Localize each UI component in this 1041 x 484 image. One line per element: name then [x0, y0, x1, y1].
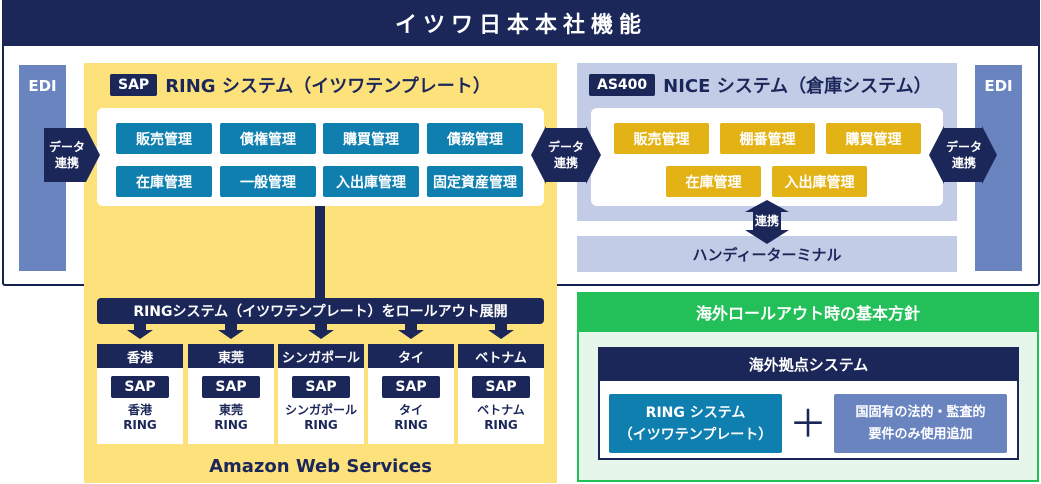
aws-label: Amazon Web Services: [209, 455, 432, 477]
ring-module: 購買管理: [323, 123, 419, 154]
handy-link-label: 連携: [754, 214, 779, 228]
edi-right-link-label: データ 連携: [938, 136, 990, 174]
edi-left-link-label: データ 連携: [44, 136, 90, 174]
country-name: ベトナム: [458, 344, 544, 368]
ring-system-title: RING システム（イツワテンプレート）: [165, 76, 491, 97]
nice-system-header: AS400 NICE システム（倉庫システム）: [589, 71, 932, 99]
ring-label-line: RING: [304, 418, 338, 432]
country-card-dongguan: 東莞 SAP 東莞 RING: [188, 344, 274, 444]
country-ring-label: タイ RING: [368, 403, 454, 433]
ring-label-line: タイ: [398, 403, 423, 417]
ring-module: 在庫管理: [116, 166, 212, 197]
country-ring-label: ベトナム RING: [458, 403, 544, 433]
ring-label-line: RING: [214, 418, 248, 432]
link-label-line: データ: [48, 140, 85, 154]
ring-box-line: （イツワテンプレート）: [618, 426, 773, 443]
country-ring-label: 東莞 RING: [188, 403, 274, 433]
middle-link-label: データ 連携: [540, 136, 592, 174]
ring-label-line: RING: [394, 418, 428, 432]
link-label-line: データ: [547, 140, 584, 154]
plus-icon: ＋: [789, 401, 828, 446]
ring-module: 入出庫管理: [323, 166, 419, 197]
edi-right: EDI: [975, 65, 1022, 271]
nice-module: 販売管理: [614, 123, 709, 154]
country-sap-tag: SAP: [472, 376, 530, 398]
legal-box-line: 国固有の法的・監査的: [855, 404, 986, 420]
ring-label-line: ベトナム: [477, 403, 525, 417]
overseas-system-title: 海外拠点システム: [598, 347, 1019, 381]
link-label-line: 連携: [54, 156, 79, 170]
overseas-legal-box: 国固有の法的・監査的 要件のみ使用追加: [834, 394, 1007, 453]
policy-title: 海外ロールアウト時の基本方針: [577, 292, 1039, 332]
nice-module: 入出庫管理: [772, 166, 867, 197]
country-name: 香港: [97, 344, 183, 368]
country-card-vietnam: ベトナム SAP ベトナム RING: [458, 344, 544, 444]
ring-box-line: RING システム: [645, 404, 746, 421]
sap-tag: SAP: [110, 74, 158, 96]
nice-module: 在庫管理: [666, 166, 761, 197]
ring-label-line: RING: [484, 418, 518, 432]
country-sap-tag: SAP: [382, 376, 440, 398]
nice-module: 棚番管理: [720, 123, 815, 154]
ring-label-line: RING: [123, 418, 157, 432]
overseas-ring-box: RING システム （イツワテンプレート）: [609, 394, 782, 453]
ring-system-header: SAP RING システム（イツワテンプレート）: [110, 71, 491, 99]
country-sap-tag: SAP: [292, 376, 350, 398]
headquarters-title: イツワ日本本社機能: [2, 0, 1040, 46]
nice-system-title: NICE システム（倉庫システム）: [663, 76, 932, 97]
ring-module: 債務管理: [427, 123, 523, 154]
handy-terminal: ハンディーターミナル: [577, 236, 957, 272]
country-sap-tag: SAP: [202, 376, 260, 398]
country-name: タイ: [368, 344, 454, 368]
ring-module: 販売管理: [116, 123, 212, 154]
link-label-line: 連携: [951, 156, 976, 170]
link-label-line: データ: [945, 140, 982, 154]
country-name: 東莞: [188, 344, 274, 368]
ring-label-line: シンガポール: [284, 403, 357, 417]
country-name: シンガポール: [278, 344, 364, 368]
ring-module: 一般管理: [220, 166, 316, 197]
ring-module: 債権管理: [220, 123, 316, 154]
as400-tag: AS400: [589, 74, 656, 96]
rollout-banner: RINGシステム（イツワテンプレート）をロールアウト展開: [97, 298, 544, 324]
country-card-thailand: タイ SAP タイ RING: [368, 344, 454, 444]
country-ring-label: シンガポール RING: [278, 403, 364, 433]
ring-label-line: 東莞: [218, 403, 243, 417]
ring-label-line: 香港: [127, 403, 152, 417]
country-ring-label: 香港 RING: [97, 403, 183, 433]
legal-box-line: 要件のみ使用追加: [868, 426, 973, 442]
country-card-singapore: シンガポール SAP シンガポール RING: [278, 344, 364, 444]
country-sap-tag: SAP: [111, 376, 169, 398]
link-label-line: 連携: [553, 156, 578, 170]
ring-module: 固定資産管理: [427, 166, 523, 197]
nice-module: 購買管理: [826, 123, 921, 154]
country-card-hongkong: 香港 SAP 香港 RING: [97, 344, 183, 444]
